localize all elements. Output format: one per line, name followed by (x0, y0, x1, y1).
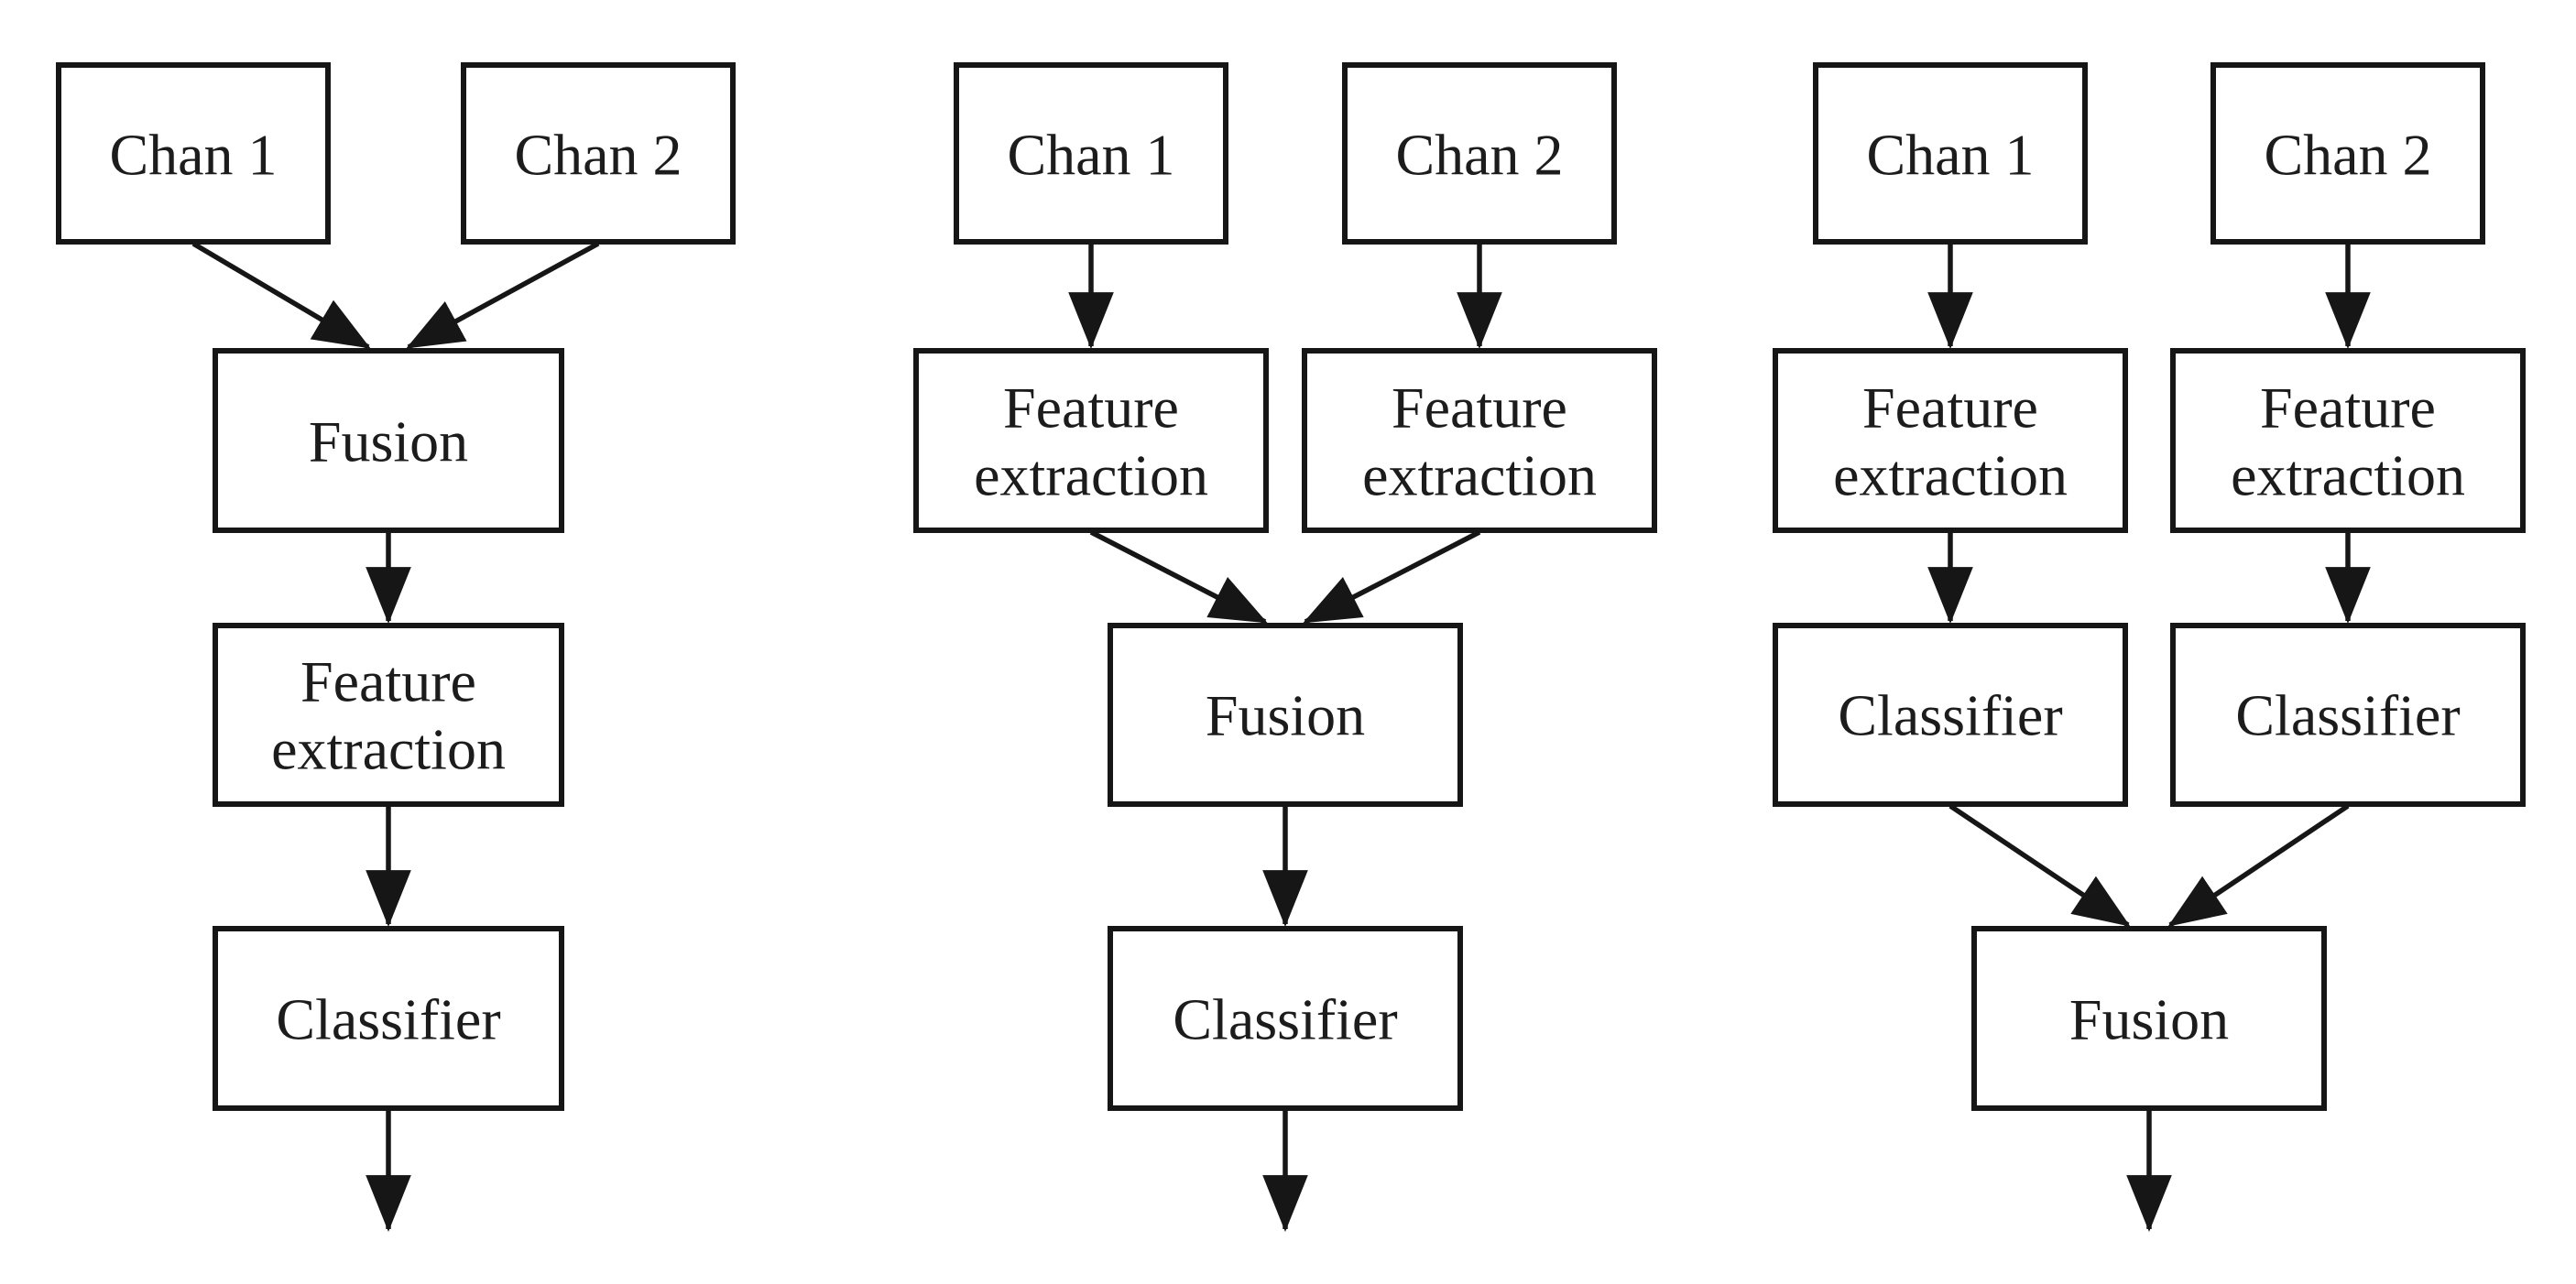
diagram-feature-level-fusion: Chan 1 Chan 2 Feature extraction Feature… (913, 62, 1657, 1233)
chan2-box (1342, 62, 1617, 245)
chan2-label: Chan 2 (2264, 123, 2431, 188)
chan1-box (1813, 62, 2088, 245)
classifier-box (213, 926, 564, 1111)
feature-extraction-2-box (1302, 348, 1657, 533)
classifier-2-box (2170, 623, 2526, 807)
chan2-label: Chan 2 (1395, 123, 1563, 188)
feature-extraction-1-box (913, 348, 1269, 533)
feature-extraction-1-label-line1: Feature (1003, 375, 1179, 441)
feature-extraction-1-label-line2: extraction (1833, 443, 2068, 508)
arrow-chan2-to-fusion (406, 241, 600, 350)
chan2-label: Chan 2 (514, 123, 682, 188)
arrow-feature-extraction-2-to-fusion (1303, 529, 1481, 625)
feature-extraction-box (213, 623, 564, 807)
feature-extraction-2-label-line2: extraction (2231, 443, 2465, 508)
chan2-box (461, 62, 736, 245)
fusion-label: Fusion (2069, 987, 2229, 1052)
chan1-box (56, 62, 331, 245)
feature-extraction-2-label-line1: Feature (2260, 375, 2436, 441)
arrow-classifier-2-to-fusion (2167, 803, 2350, 928)
classifier-1-box (1773, 623, 2128, 807)
classifier-label: Classifier (1173, 987, 1397, 1052)
feature-extraction-2-box (2170, 348, 2526, 533)
classifier-label: Classifier (276, 987, 500, 1052)
fusion-box (213, 348, 564, 533)
feature-extraction-2-label-line1: Feature (1392, 375, 1567, 441)
arrow-feature-extraction-1-to-fusion (1089, 529, 1268, 625)
classifier-2-label: Classifier (2235, 683, 2460, 748)
feature-extraction-label-line1: Feature (300, 649, 476, 714)
classifier-1-label: Classifier (1838, 683, 2062, 748)
feature-extraction-2-label-line2: extraction (1362, 443, 1597, 508)
feature-extraction-1-label-line1: Feature (1862, 375, 2038, 441)
feature-extraction-1-box (1773, 348, 2128, 533)
chan1-label: Chan 1 (1866, 123, 2034, 188)
chan1-label: Chan 1 (1007, 123, 1174, 188)
feature-extraction-label-line2: extraction (271, 717, 506, 782)
chan2-box (2210, 62, 2485, 245)
diagram-decision-level-fusion: Chan 1 Chan 2 Feature extraction Feature… (1773, 62, 2526, 1233)
diagram-data-level-fusion: Chan 1 Chan 2 Fusion Feature extraction … (56, 62, 736, 1233)
fusion-label: Fusion (1206, 683, 1365, 748)
fusion-box (1971, 926, 2327, 1111)
chan1-box (954, 62, 1228, 245)
chan1-label: Chan 1 (109, 123, 277, 188)
arrow-classifier-1-to-fusion (1948, 803, 2131, 928)
arrow-chan1-to-fusion (191, 241, 371, 350)
feature-extraction-1-label-line2: extraction (974, 443, 1208, 508)
fusion-label: Fusion (309, 409, 468, 474)
classifier-box (1108, 926, 1463, 1111)
fusion-box (1108, 623, 1463, 807)
